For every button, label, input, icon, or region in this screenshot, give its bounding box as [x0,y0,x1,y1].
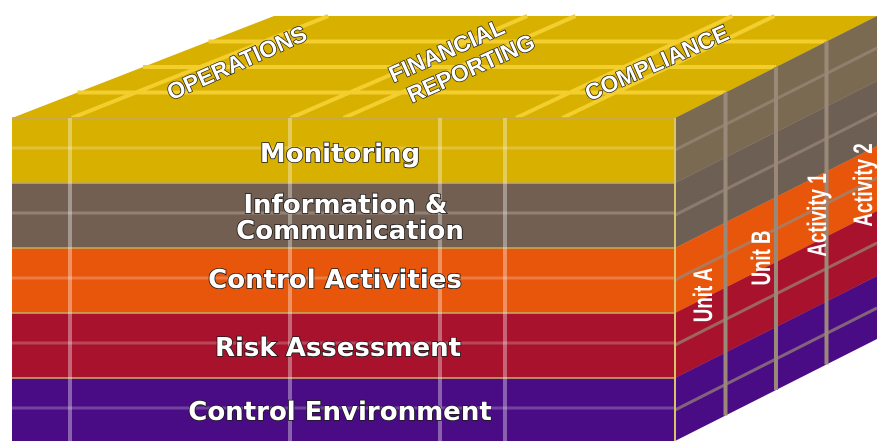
top-grid-line [342,14,577,120]
front-band [12,378,675,441]
activity-1-label: Activity 1 [802,173,832,256]
top-grid-line [289,14,529,120]
top-grid-line [515,14,734,120]
activity-2-label: Activity 2 [848,143,878,226]
side-grid-line [674,306,878,412]
front-band [12,118,675,183]
right-face-units [674,16,878,441]
front-face-components [12,117,676,441]
front-band [12,313,675,378]
front-band [12,183,675,248]
side-grid-line [674,46,878,152]
top-face-objectives [12,14,877,120]
side-grid-line [674,241,878,347]
top-grid-line [70,14,330,120]
unit-b-label: Unit B [746,230,776,285]
component-control-activities: Control Activities [208,265,462,295]
side-grid-line [674,176,878,282]
unit-a-label: Unit A [688,268,718,323]
component-control-environment: Control Environment [188,397,492,427]
component-monitoring: Monitoring [260,139,420,169]
front-band [12,248,675,313]
side-grid-line [674,111,878,217]
component-risk-assessment: Risk Assessment [215,333,461,363]
top-grid-line [561,14,776,120]
component-information-communication: Information & Communication [236,190,464,246]
